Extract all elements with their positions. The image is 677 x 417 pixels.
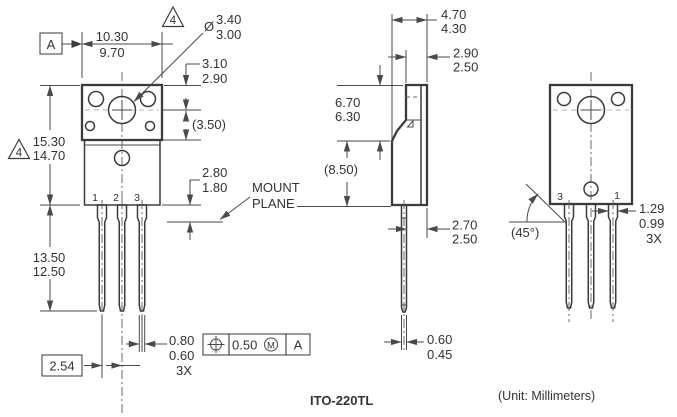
dim-side-lead-t-min: 0.45 [427, 347, 452, 362]
unit-note: (Unit: Millimeters) [498, 389, 595, 403]
dim-side-lead-t-max: 0.60 [427, 332, 452, 347]
front-body-dimple [113, 149, 131, 167]
mmc-modifier-icon: M [264, 337, 278, 352]
side-view [297, 83, 429, 352]
dim-side-body-height-ref: (8.50) [324, 140, 358, 207]
dim-hole-top-max: 3.10 [202, 56, 227, 71]
back-hole-right [610, 91, 626, 107]
back-dimple [583, 181, 599, 197]
dim-side-tab-depth-min: 2.50 [453, 60, 478, 75]
dim-side-tab-h-min: 6.30 [335, 109, 360, 124]
dim-lead-width-qty: 3X [176, 363, 192, 378]
back-lead-3 [563, 203, 575, 309]
front-tab-hole-left [87, 90, 105, 108]
mount-plane-callout: MOUNT PLANE [219, 180, 300, 220]
dim-front-height-max: 15.30 [33, 134, 66, 149]
mount-plane-line1: MOUNT [252, 180, 300, 195]
dim-side-body-h-ref: (8.50) [324, 162, 358, 177]
dim-pitch: 2.54 [41, 316, 143, 378]
dim-side-body-depth: 2.70 2.50 [388, 208, 477, 247]
back-dimensions: (45°) 1.29 0.99 3X [509, 183, 664, 246]
dim-below-hole-ref: (3.50) [163, 110, 226, 141]
dim-side-tab-h-max: 6.70 [335, 95, 360, 110]
package-name: ITO-220TL [310, 393, 373, 408]
fcf-datum: A [294, 338, 303, 353]
datum-a: A [39, 32, 82, 55]
front-tab-outline [80, 83, 164, 142]
dim-side-tab-depth: 2.90 2.50 [388, 46, 478, 83]
side-dimensions: 4.70 4.30 2.90 2.50 6.70 6.30 (8.50) [324, 7, 478, 362]
back-view: 3 1 [548, 72, 634, 322]
dim-lead-length: 13.50 12.50 [33, 204, 97, 312]
back-pin1-label: 1 [614, 190, 620, 202]
dim-shoulder-min: 1.80 [202, 180, 227, 195]
dim-front-width-max: 10.30 [96, 29, 129, 44]
dim-shoulder-width: 1.29 0.99 3X [592, 201, 664, 246]
dim-below-hole-ref-text: (3.50) [192, 117, 226, 132]
datum-a-label: A [47, 37, 56, 52]
dim-front-width-min: 9.70 [99, 45, 124, 60]
front-lead-1 [96, 204, 108, 312]
back-mounting-hole [576, 95, 606, 125]
side-notch-detail [406, 119, 414, 128]
dim-lead-length-min: 12.50 [33, 264, 66, 279]
dim-shoulder-w-qty: 3X [646, 231, 662, 246]
dim-side-tab-height: 6.70 6.30 [335, 65, 403, 160]
pin2-label: 2 [113, 192, 119, 204]
dim-front-width: 10.30 9.70 [81, 29, 173, 78]
dim-side-tab-depth-max: 2.90 [453, 46, 478, 61]
dim-lead-width: 0.80 0.60 3X [126, 315, 194, 378]
dim-shoulder: 2.80 1.80 [162, 165, 227, 240]
dim-shoulder-w-max: 1.29 [639, 201, 664, 216]
dim-chamfer-angle-text: (45°) [511, 225, 539, 240]
front-lead-3 [136, 204, 148, 312]
feature-control-frame: 0.50 M A [202, 333, 311, 356]
side-body-outline [390, 83, 429, 207]
dim-side-depth-max: 4.70 [441, 7, 466, 22]
back-hole-left [556, 91, 572, 107]
dim-shoulder-max: 2.80 [202, 165, 227, 180]
datum-a-arrow-icon [71, 40, 82, 48]
dim-side-lead-thickness: 0.60 0.45 [384, 315, 452, 362]
note-flag-left: 4 [7, 138, 31, 160]
dim-side-depth-min: 4.30 [441, 21, 466, 36]
fcf-tolerance: 0.50 [232, 338, 257, 353]
dim-chamfer-angle: (45°) [509, 183, 567, 240]
front-tab-hole-right [139, 90, 157, 108]
dim-lead-width-max: 0.80 [169, 333, 194, 348]
dim-side-body-d-min: 2.50 [452, 232, 477, 247]
dim-hole-diameter: Ø 3.40 3.00 [133, 12, 241, 102]
dim-front-height: 15.30 14.70 4 [7, 85, 80, 206]
back-lead-2 [585, 203, 597, 309]
pin1-label: 1 [92, 192, 98, 204]
dim-hole-dia-min: 3.00 [216, 27, 241, 42]
mount-plane-line2: PLANE [252, 196, 295, 211]
front-lead-2 [116, 204, 128, 312]
back-pin3-label: 3 [557, 191, 563, 203]
front-dimensions: 10.30 9.70 A 4 Ø 3.40 3.00 3.10 [7, 5, 311, 378]
dim-hole-top-min: 2.90 [202, 71, 227, 86]
note-flag-top-number: 4 [170, 15, 177, 27]
dim-hole-dia-symbol: Ø [204, 19, 214, 34]
dim-lead-length-max: 13.50 [33, 250, 66, 265]
dim-side-depth: 4.70 4.30 [391, 7, 466, 139]
dim-pitch-value: 2.54 [49, 359, 74, 374]
front-tab-dimple-right [144, 120, 156, 132]
note-flag-top: 4 [161, 5, 185, 28]
fcf-modifier: M [267, 341, 275, 352]
dim-front-height-min: 14.70 [33, 148, 66, 163]
dim-hole-from-top: 3.10 2.90 [162, 56, 227, 111]
position-symbol-icon [207, 336, 225, 353]
note-flag-left-number: 4 [16, 148, 23, 160]
dim-hole-dia-max: 3.40 [216, 12, 241, 27]
pin3-label: 3 [134, 192, 140, 204]
dim-shoulder-w-min: 0.99 [639, 216, 664, 231]
dim-side-body-d-max: 2.70 [452, 218, 477, 233]
side-lead [400, 205, 408, 313]
dim-lead-width-min: 0.60 [169, 348, 194, 363]
front-tab-dimple-left [84, 120, 96, 132]
front-view: 1 2 3 [80, 72, 164, 414]
front-mounting-hole [107, 95, 137, 125]
